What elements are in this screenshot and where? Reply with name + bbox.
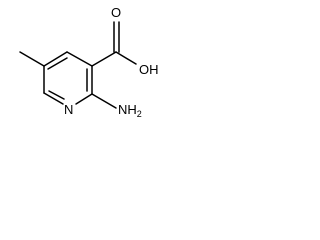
amino-subscript: 2 [137, 109, 142, 119]
bond-lines [19, 21, 137, 109]
hydroxyl-label: OH [139, 62, 159, 77]
ring-nitrogen-label: N [64, 102, 73, 117]
ring-bond-c4-c5 [43, 51, 68, 67]
ring-bond-c4-c5-inner [47, 57, 68, 70]
chemical-structure: O OH N NH2 [19, 5, 159, 119]
atom-labels: O OH N NH2 [64, 5, 159, 119]
amino-nh-text: NH [118, 102, 137, 117]
carboxyl-bond [91, 51, 117, 67]
hydroxyl-bond [115, 51, 137, 65]
ring-bond-c3-c4 [66, 51, 93, 67]
amino-bond [91, 93, 117, 109]
carbonyl-oxygen-label: O [111, 5, 121, 20]
ring-bond-n1-c2 [75, 93, 93, 105]
amino-label: NH2 [118, 102, 142, 119]
ring-bond-c6-n1 [43, 92, 64, 105]
methyl-bond [19, 51, 45, 67]
ring-bond-c6-n1-inner [48, 90, 65, 100]
